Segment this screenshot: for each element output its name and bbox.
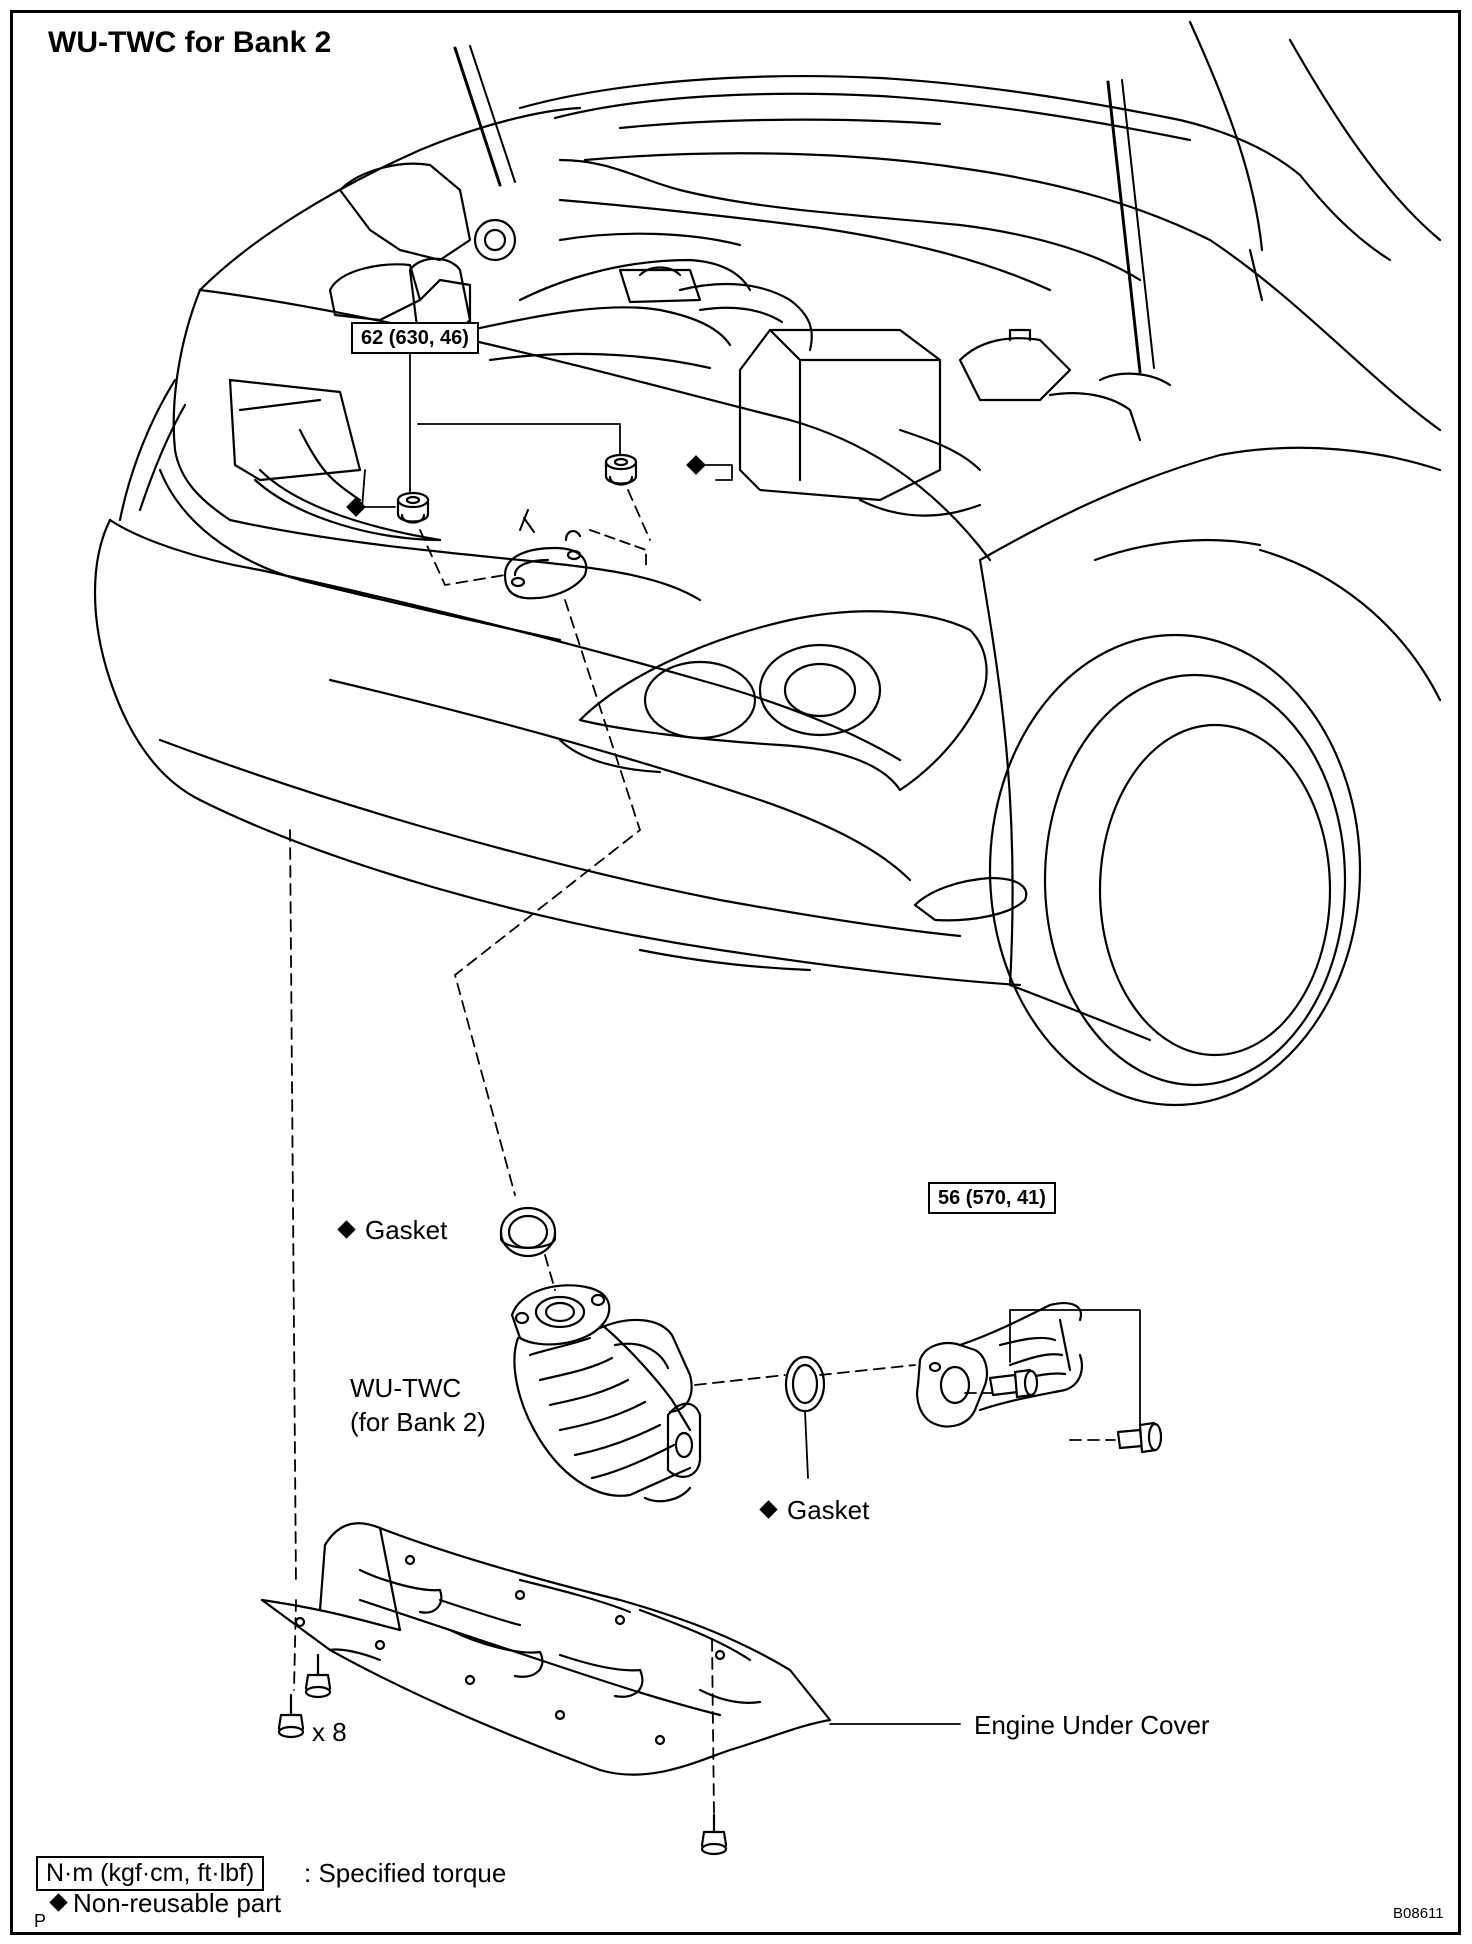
bolt-count-label: x 8 [312, 1717, 347, 1747]
diagram-title: WU-TWC for Bank 2 [48, 26, 332, 59]
under-cover-label: Engine Under Cover [974, 1710, 1210, 1740]
non-reusable-diamond-icon [759, 1499, 778, 1519]
non-reusable-text: Non-reusable part [73, 1888, 282, 1918]
gasket-upper-drawing [499, 1206, 557, 1258]
nut-left [396, 491, 430, 524]
corner-mark: P [34, 1911, 47, 1931]
upper-nuts-assembly [346, 347, 733, 600]
assembly-guide-lines [289, 489, 1116, 1816]
gasket-upper-text: Gasket [365, 1215, 448, 1245]
gasket-upper-label: Gasket [337, 1215, 448, 1245]
converter-drawing [510, 1284, 702, 1503]
under-cover-drawing [260, 1522, 961, 1776]
non-reusable-diamond-icon [337, 1219, 356, 1239]
torque-unit-box: N·m (kgf·cm, ft·lbf) [36, 1856, 265, 1891]
gasket-lower-text: Gasket [787, 1495, 870, 1525]
non-reusable-diamond-icon [49, 1892, 68, 1912]
vehicle-outline [93, 20, 1442, 1107]
torque-box-flange-bolts: 56 (570, 41) [928, 1182, 1056, 1214]
nut-right [604, 453, 638, 486]
torque-legend-text: : Specified torque [304, 1858, 507, 1888]
non-reusable-legend: Non-reusable part [49, 1888, 282, 1918]
gasket-lower-label: Gasket [759, 1495, 870, 1525]
torque-box-upper-nuts: 62 (630, 46) [351, 322, 479, 354]
diagram-frame [10, 10, 1461, 1935]
converter-label-line2: (for Bank 2) [350, 1407, 486, 1437]
exhaust-pipe-drawing [916, 1302, 1163, 1454]
gasket-lower-drawing [784, 1355, 826, 1479]
figure-code: B08611 [1393, 1905, 1444, 1922]
under-cover-bolts [277, 1653, 728, 1856]
converter-label-line1: WU-TWC [350, 1373, 462, 1403]
